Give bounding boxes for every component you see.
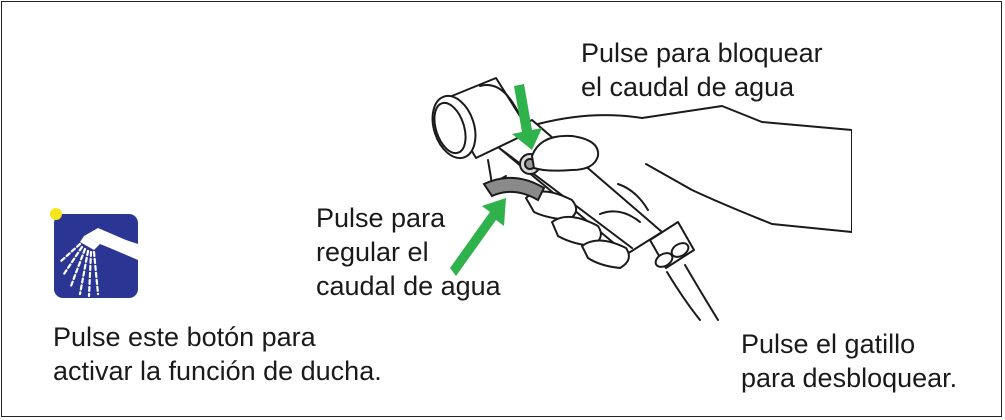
shower-icon	[58, 228, 138, 298]
regulate-caption-line-3: caudal de agua	[316, 271, 501, 301]
regulate-caption-line-1: Pulse para	[316, 203, 446, 233]
trigger-caption-line-2: para desbloquear.	[741, 363, 958, 393]
shower-caption-line-1: Pulse este botón para	[53, 322, 316, 352]
lock-caption-line-2: el caudal de agua	[581, 72, 795, 102]
lock-flow-caption: Pulse para bloquear el caudal de agua	[581, 36, 823, 104]
shower-function-caption: Pulse este botón para activar la función…	[53, 320, 382, 388]
arrow-icon	[450, 84, 542, 276]
regulate-caption-line-2: regular el	[316, 237, 429, 267]
lock-caption-line-1: Pulse para bloquear	[581, 38, 823, 68]
indicator-dot-icon	[50, 208, 62, 220]
shower-function-button[interactable]	[54, 214, 138, 298]
regulate-flow-caption: Pulse para regular el caudal de agua	[316, 201, 501, 303]
trigger-caption-line-1: Pulse el gatillo	[741, 329, 916, 359]
trigger-unlock-caption: Pulse el gatillo para desbloquear.	[741, 327, 957, 395]
hand-shower-illustration	[431, 77, 852, 321]
shower-caption-line-2: activar la función de ducha.	[53, 356, 382, 386]
